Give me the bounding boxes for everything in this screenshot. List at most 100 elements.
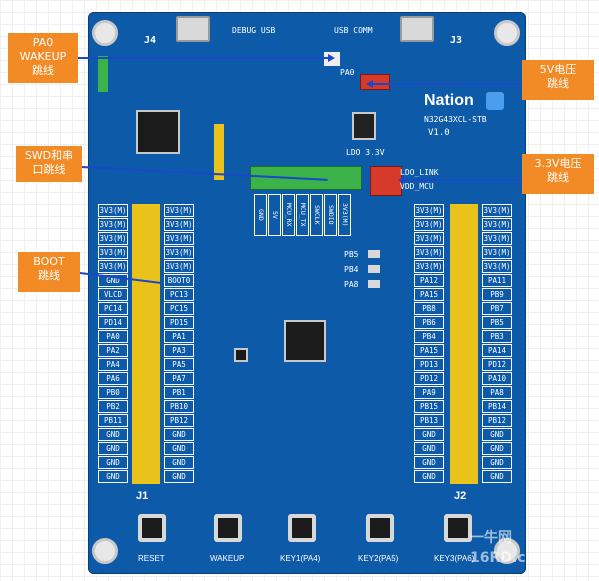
pin-label: PC14 xyxy=(98,302,128,315)
5v-jumper xyxy=(360,74,390,90)
led-label: PA8 xyxy=(344,280,359,289)
pin-label: 3V3(M) xyxy=(414,232,444,245)
pin-label: GND xyxy=(482,442,512,455)
pin-label: PB10 xyxy=(164,400,194,413)
j1-pin-header xyxy=(132,204,160,484)
pin-label: GND xyxy=(98,442,128,455)
5v-arrow xyxy=(372,83,522,85)
j4-label: J4 xyxy=(144,35,157,46)
j2-pin-header xyxy=(450,204,478,484)
j2-inner-labels: 3V3(M) 3V3(M) 3V3(M) 3V3(M) 3V3(M) PA12 … xyxy=(414,204,444,484)
led xyxy=(368,280,380,288)
pa0-arrow-head xyxy=(328,54,335,62)
5v-callout: 5V电压 跳线 xyxy=(522,60,594,100)
mounting-hole xyxy=(494,20,520,46)
pin-label: PC13 xyxy=(164,288,194,301)
pin-label: PA15 xyxy=(414,288,444,301)
pin-label: PA6 xyxy=(98,372,128,385)
usb-comm-connector xyxy=(400,16,434,42)
3v3-arrow-head xyxy=(398,176,405,184)
pin-label: PA11 xyxy=(482,274,512,287)
swd-pin-label: SWDIO xyxy=(324,194,337,236)
pa0-header xyxy=(98,56,108,92)
swd-label-row: GND 5V MCU_RX MCU_TX SWCLK SWDIO 3V3(M) xyxy=(254,194,351,237)
pin-label: PB9 xyxy=(482,288,512,301)
swd-pin-label: 3V3(M) xyxy=(338,194,351,236)
watermark: 一牛网 16RD.com xyxy=(470,530,550,566)
pin-label: GND xyxy=(482,456,512,469)
pin-label: PD15 xyxy=(164,316,194,329)
pin-label: PB8 xyxy=(414,302,444,315)
swd-pin-label: MCU_TX xyxy=(296,194,309,236)
pin-label: GND xyxy=(414,456,444,469)
pa0-silk-label: PA0 xyxy=(340,68,355,77)
mounting-hole xyxy=(92,538,118,564)
pin-label: GND xyxy=(98,470,128,483)
pa0-wakeup-callout: PA0 WAKEUP 跳线 xyxy=(8,33,78,83)
pin-label: 3V3(M) xyxy=(164,260,194,273)
pin-label: GND xyxy=(414,428,444,441)
pin-label: GND xyxy=(414,442,444,455)
pin-label: 3V3(M) xyxy=(164,232,194,245)
key3-button[interactable] xyxy=(444,514,472,542)
pin-label: GND xyxy=(164,428,194,441)
key2-button-label: KEY2(PA5) xyxy=(358,554,399,563)
swd-pin-label: GND xyxy=(254,194,267,236)
nation-logo-icon xyxy=(486,92,504,110)
wakeup-button[interactable] xyxy=(214,514,242,542)
pin-label: PD12 xyxy=(482,358,512,371)
ldo-label: LDO 3.3V xyxy=(346,148,385,157)
3v3-callout: 3.3V电压 跳线 xyxy=(522,154,594,194)
led-label: PB4 xyxy=(344,265,359,274)
led xyxy=(368,250,380,258)
pin-label: PD12 xyxy=(414,372,444,385)
swd-uart-callout: SWD和串 口跳线 xyxy=(16,146,82,182)
pin-label: GND xyxy=(482,470,512,483)
led-label: PB5 xyxy=(344,250,359,259)
key1-button[interactable] xyxy=(288,514,316,542)
ldo-link-label: LDO_LINK xyxy=(400,168,439,177)
pin-label: 3V3(M) xyxy=(414,218,444,231)
pin-label: PB3 xyxy=(482,330,512,343)
pin-label: 3V3(M) xyxy=(482,260,512,273)
pin-label: 3V3(M) xyxy=(98,232,128,245)
pin-label: PA12 xyxy=(414,274,444,287)
pin-label: 3V3(M) xyxy=(482,246,512,259)
pin-label: PA4 xyxy=(98,358,128,371)
pin-label: GND xyxy=(98,428,128,441)
debug-mcu-chip xyxy=(136,110,180,154)
pin-label: 3V3(M) xyxy=(98,204,128,217)
pin-label: PB7 xyxy=(482,302,512,315)
led xyxy=(368,265,380,273)
crystal xyxy=(234,348,248,362)
swd-pin-label: MCU_RX xyxy=(282,194,295,236)
pin-label: PB4 xyxy=(414,330,444,343)
led-labels: PB5 PB4 PA8 xyxy=(344,250,358,290)
pin-label: 3V3(M) xyxy=(414,246,444,259)
pin-label: PA5 xyxy=(164,358,194,371)
pin-label: GND xyxy=(482,428,512,441)
pin-label: PB12 xyxy=(482,414,512,427)
main-mcu-chip xyxy=(284,320,326,362)
pin-label: PB2 xyxy=(98,400,128,413)
board-version: V1.0 xyxy=(428,128,450,138)
pin-label: GND xyxy=(164,442,194,455)
pin-label: 3V3(M) xyxy=(414,204,444,217)
swd-pin-label: 5V xyxy=(268,194,281,236)
pin-label: 3V3(M) xyxy=(482,204,512,217)
key2-button[interactable] xyxy=(366,514,394,542)
pin-label: 3V3(M) xyxy=(414,260,444,273)
pin-label: PA3 xyxy=(164,344,194,357)
pin-label: 3V3(M) xyxy=(98,246,128,259)
pin-label: PA14 xyxy=(482,344,512,357)
dev-board-pcb: J4 DEBUG USB USB COMM J3 PA0 Nation N32G… xyxy=(88,12,526,574)
boot-callout: BOOT 跳线 xyxy=(18,252,80,292)
pin-label: PB1 xyxy=(164,386,194,399)
key3-button-label: KEY3(PA6) xyxy=(434,554,475,563)
pin-label: GND xyxy=(414,470,444,483)
pin-label: PD13 xyxy=(414,358,444,371)
reset-button[interactable] xyxy=(138,514,166,542)
j1-outer-labels: 3V3(M) 3V3(M) 3V3(M) 3V3(M) 3V3(M) BOOT0… xyxy=(164,204,194,484)
key1-button-label: KEY1(PA4) xyxy=(280,554,321,563)
pin-label: PA9 xyxy=(414,386,444,399)
